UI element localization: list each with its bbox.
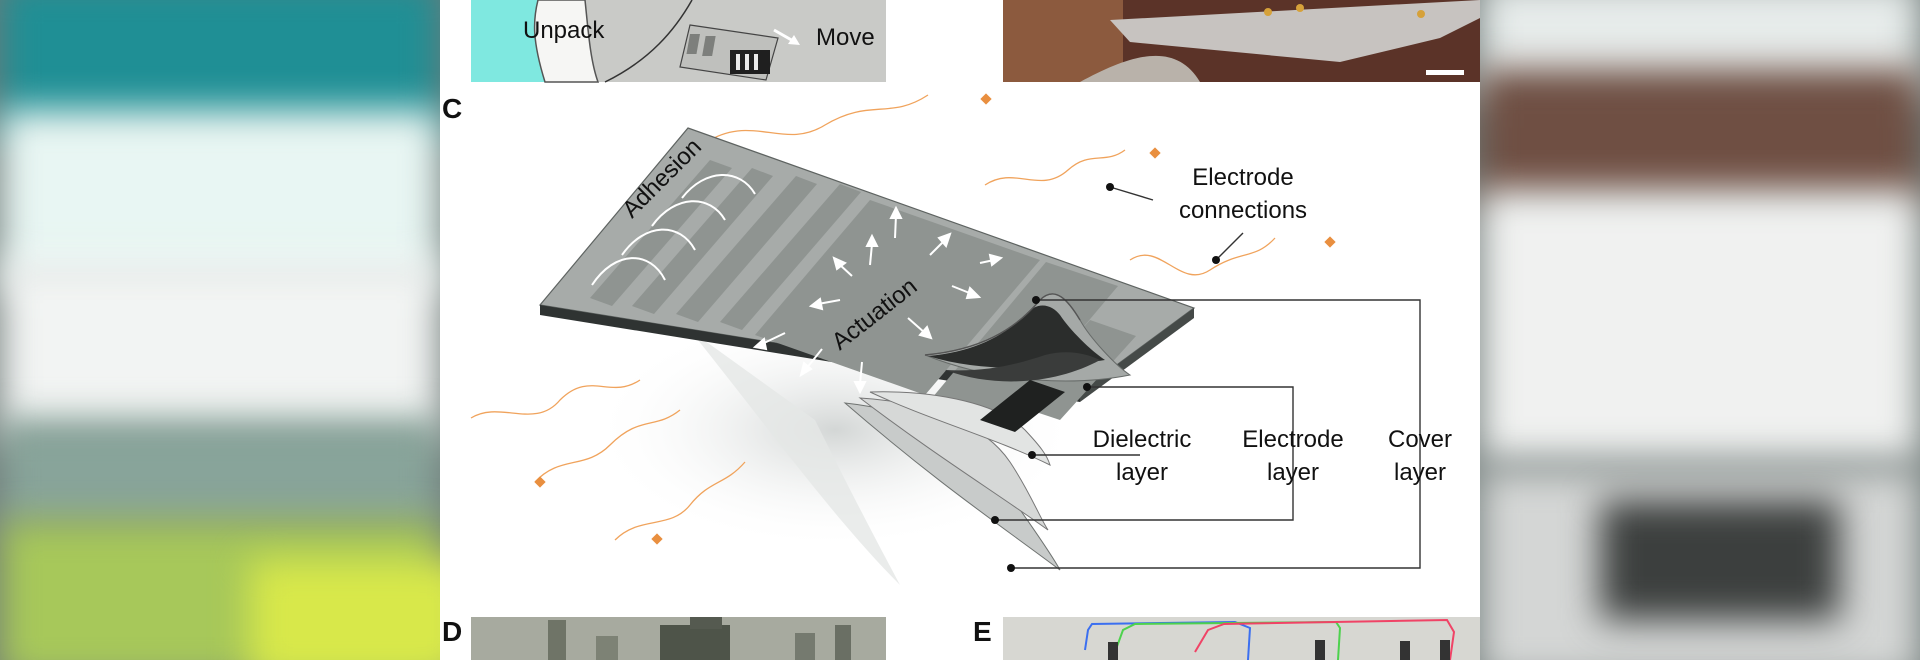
peeling-shadow (690, 330, 900, 585)
scale-bar (1426, 70, 1464, 75)
dielectric-layer-line1: Dielectric (1092, 426, 1192, 453)
electrode-layer-label: Electrode layer (1229, 423, 1357, 489)
electrode-layer-line2: layer (1266, 459, 1320, 486)
panel-d-photo (471, 617, 886, 660)
right-blurred-backdrop (1480, 0, 1920, 660)
panel-letter-e: E (973, 616, 992, 647)
figure-panel: Unpack Move C D E Adhesion Actuation Ele… (440, 0, 1480, 660)
unpack-label: Unpack (523, 17, 605, 44)
electrode-connections-label: Electrode connections (1153, 161, 1333, 227)
left-blurred-backdrop (0, 0, 440, 660)
strip-device-icon (679, 24, 779, 81)
soft-gripper-device (538, 127, 1196, 571)
panel-b-top-right-photo (1003, 0, 1480, 82)
electrode-connections-line1: Electrode (1192, 164, 1294, 191)
callout-lines (995, 186, 1421, 569)
panel-e-photo (1003, 617, 1480, 660)
move-label: Move (816, 24, 875, 51)
move-arrow-icon (773, 28, 800, 45)
electrode-wires (470, 94, 1276, 541)
adhesion-field-arcs (591, 174, 756, 286)
cover-layer-label: Cover layer (1379, 423, 1461, 489)
callout-dots (991, 183, 1220, 572)
dielectric-layer-label: Dielectric layer (1082, 423, 1202, 489)
electrode-connections-line2: connections (1178, 197, 1308, 224)
figure-illustration (470, 0, 1480, 660)
peeling-layers (843, 293, 1132, 571)
electrode-layer-line1: Electrode (1242, 426, 1344, 453)
dielectric-layer-line2: layer (1115, 459, 1169, 486)
panel-b-top-left-image (471, 0, 886, 83)
cover-layer-line1: Cover (1387, 426, 1453, 453)
panel-letter-d: D (442, 616, 463, 647)
adhesion-electrodes (590, 160, 861, 330)
actuation-arrows (752, 205, 1004, 395)
panel-letter-c: C (442, 93, 463, 124)
cover-layer-line2: layer (1393, 459, 1447, 486)
